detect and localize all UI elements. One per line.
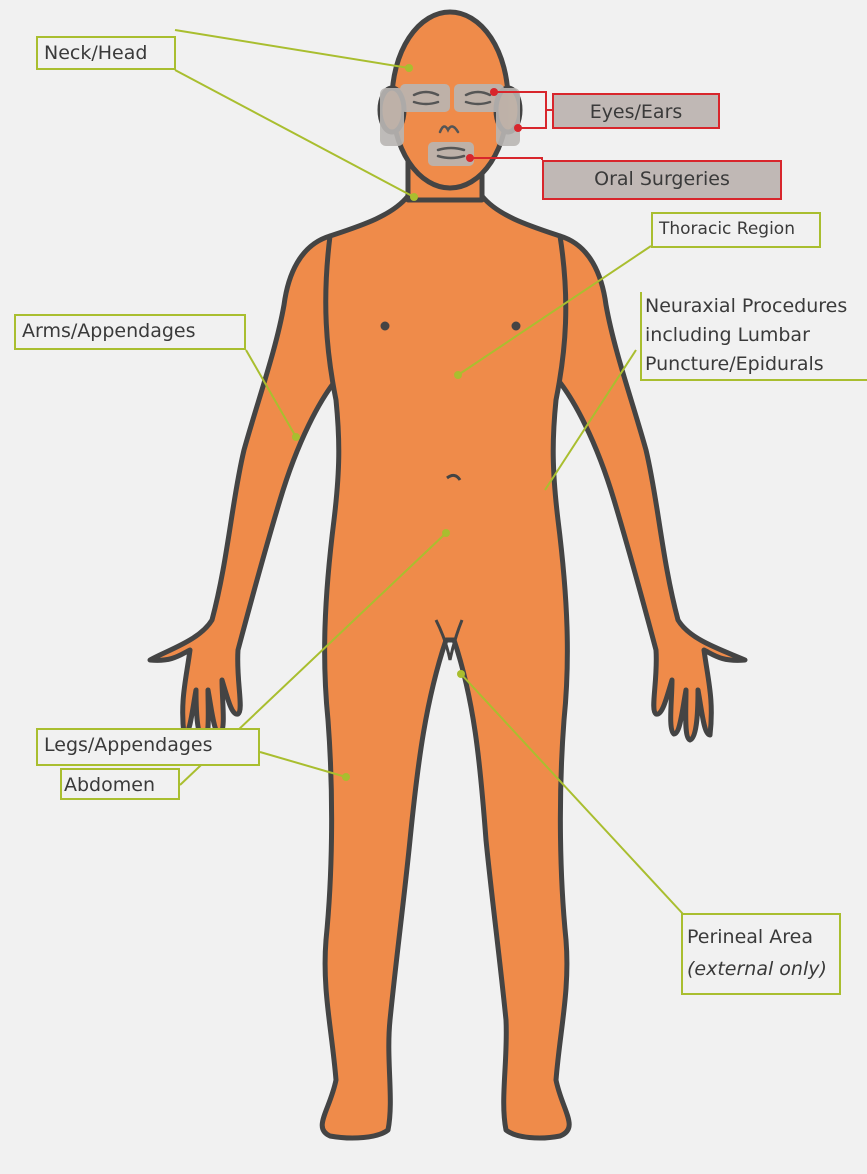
right-eye-patch [454, 84, 504, 112]
label-arms-appendages: Arms/Appendages [14, 314, 246, 350]
dot-neck-head-2 [410, 193, 418, 201]
label-abdomen: Abdomen [60, 768, 180, 800]
dot-abdomen [442, 529, 450, 537]
perineal-line-2: (external only) [687, 953, 835, 985]
neuraxial-line-2: including Lumbar [645, 321, 867, 350]
dot-legs [342, 773, 350, 781]
perineal-line-1: Perineal Area [687, 921, 835, 953]
dot-thoracic [454, 371, 462, 379]
neuraxial-line-3: Puncture/Epidurals [645, 350, 867, 379]
label-perineal-area: Perineal Area (external only) [681, 913, 841, 995]
dot-neck-head-1 [405, 64, 413, 72]
mouth-patch [428, 142, 474, 166]
dot-ears [514, 124, 522, 132]
leader-neck-head-2 [175, 70, 414, 197]
label-eyes-ears: Eyes/Ears [552, 93, 720, 129]
label-legs-appendages: Legs/Appendages [36, 728, 260, 766]
dot-eyes [490, 88, 498, 96]
label-oral-surgeries: Oral Surgeries [542, 160, 782, 200]
left-nipple [382, 323, 388, 329]
label-neck-head: Neck/Head [36, 36, 176, 70]
dot-perineal [457, 670, 465, 678]
dot-arms [292, 433, 300, 441]
neuraxial-line-1: Neuraxial Procedures [645, 292, 867, 321]
label-neuraxial-procedures: Neuraxial Procedures including Lumbar Pu… [640, 292, 867, 381]
right-nipple [513, 323, 519, 329]
torso-and-legs [322, 196, 569, 1138]
leader-neck-head-1 [175, 30, 409, 68]
label-thoracic-region: Thoracic Region [651, 212, 821, 248]
dot-oral [466, 154, 474, 162]
left-eye-patch [400, 84, 450, 112]
